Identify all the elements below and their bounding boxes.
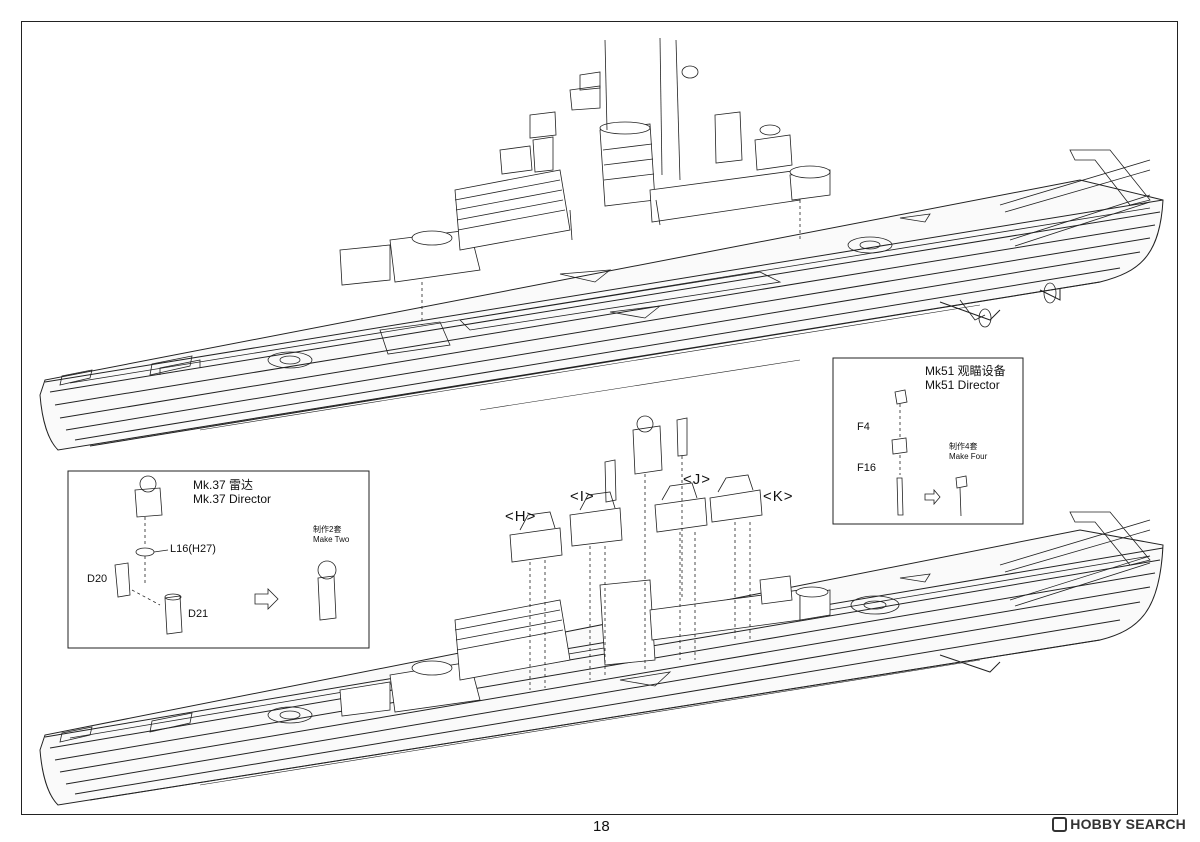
mk37-qty-cn: 制作2套	[313, 525, 342, 534]
mk51-qty-en: Make Four	[949, 452, 988, 461]
top-ship-turrets	[59, 355, 201, 386]
mk37-qty-en: Make Two	[313, 535, 350, 544]
mk51-qty-cn: 制作4套	[949, 442, 978, 451]
bottom-ship-subassembly-parts	[509, 415, 763, 690]
top-ship-superstructure	[339, 37, 831, 325]
bottom-ship-superstructure	[339, 575, 831, 717]
page-number: 18	[593, 818, 610, 835]
part-label-l16: L16(H27)	[170, 543, 216, 555]
subassembly-label-k: <K>	[763, 488, 794, 505]
mk51-name-en: Mk51 Director	[925, 378, 1000, 392]
watermark: HOBBY SEARCH	[1052, 816, 1186, 832]
mk37-callout-box	[67, 470, 370, 649]
hobby-search-logo-icon	[1052, 817, 1068, 832]
part-label-d20: D20	[87, 573, 108, 585]
page-frame	[21, 21, 1178, 815]
top-ship-deck	[69, 149, 1151, 384]
subassembly-label-j: <J>	[683, 471, 712, 488]
mk37-name-en: Mk.37 Director	[193, 492, 272, 506]
watermark-text: HOBBY SEARCH	[1070, 816, 1186, 832]
part-label-f4: F4	[857, 421, 870, 433]
top-ship-propulsion	[959, 282, 1057, 328]
subassembly-label-i: <I>	[570, 488, 595, 505]
subassembly-label-h: <H>	[505, 508, 537, 525]
top-ship-hull	[39, 179, 1164, 451]
mk51-name-cn: Mk51 观瞄设备	[925, 364, 1006, 378]
mk37-name-cn: Mk.37 雷达	[193, 478, 254, 492]
bottom-ship-turrets	[59, 712, 193, 743]
mk51-callout-box	[832, 357, 1024, 525]
part-label-f16: F16	[857, 462, 876, 474]
part-label-d21: D21	[188, 608, 209, 620]
